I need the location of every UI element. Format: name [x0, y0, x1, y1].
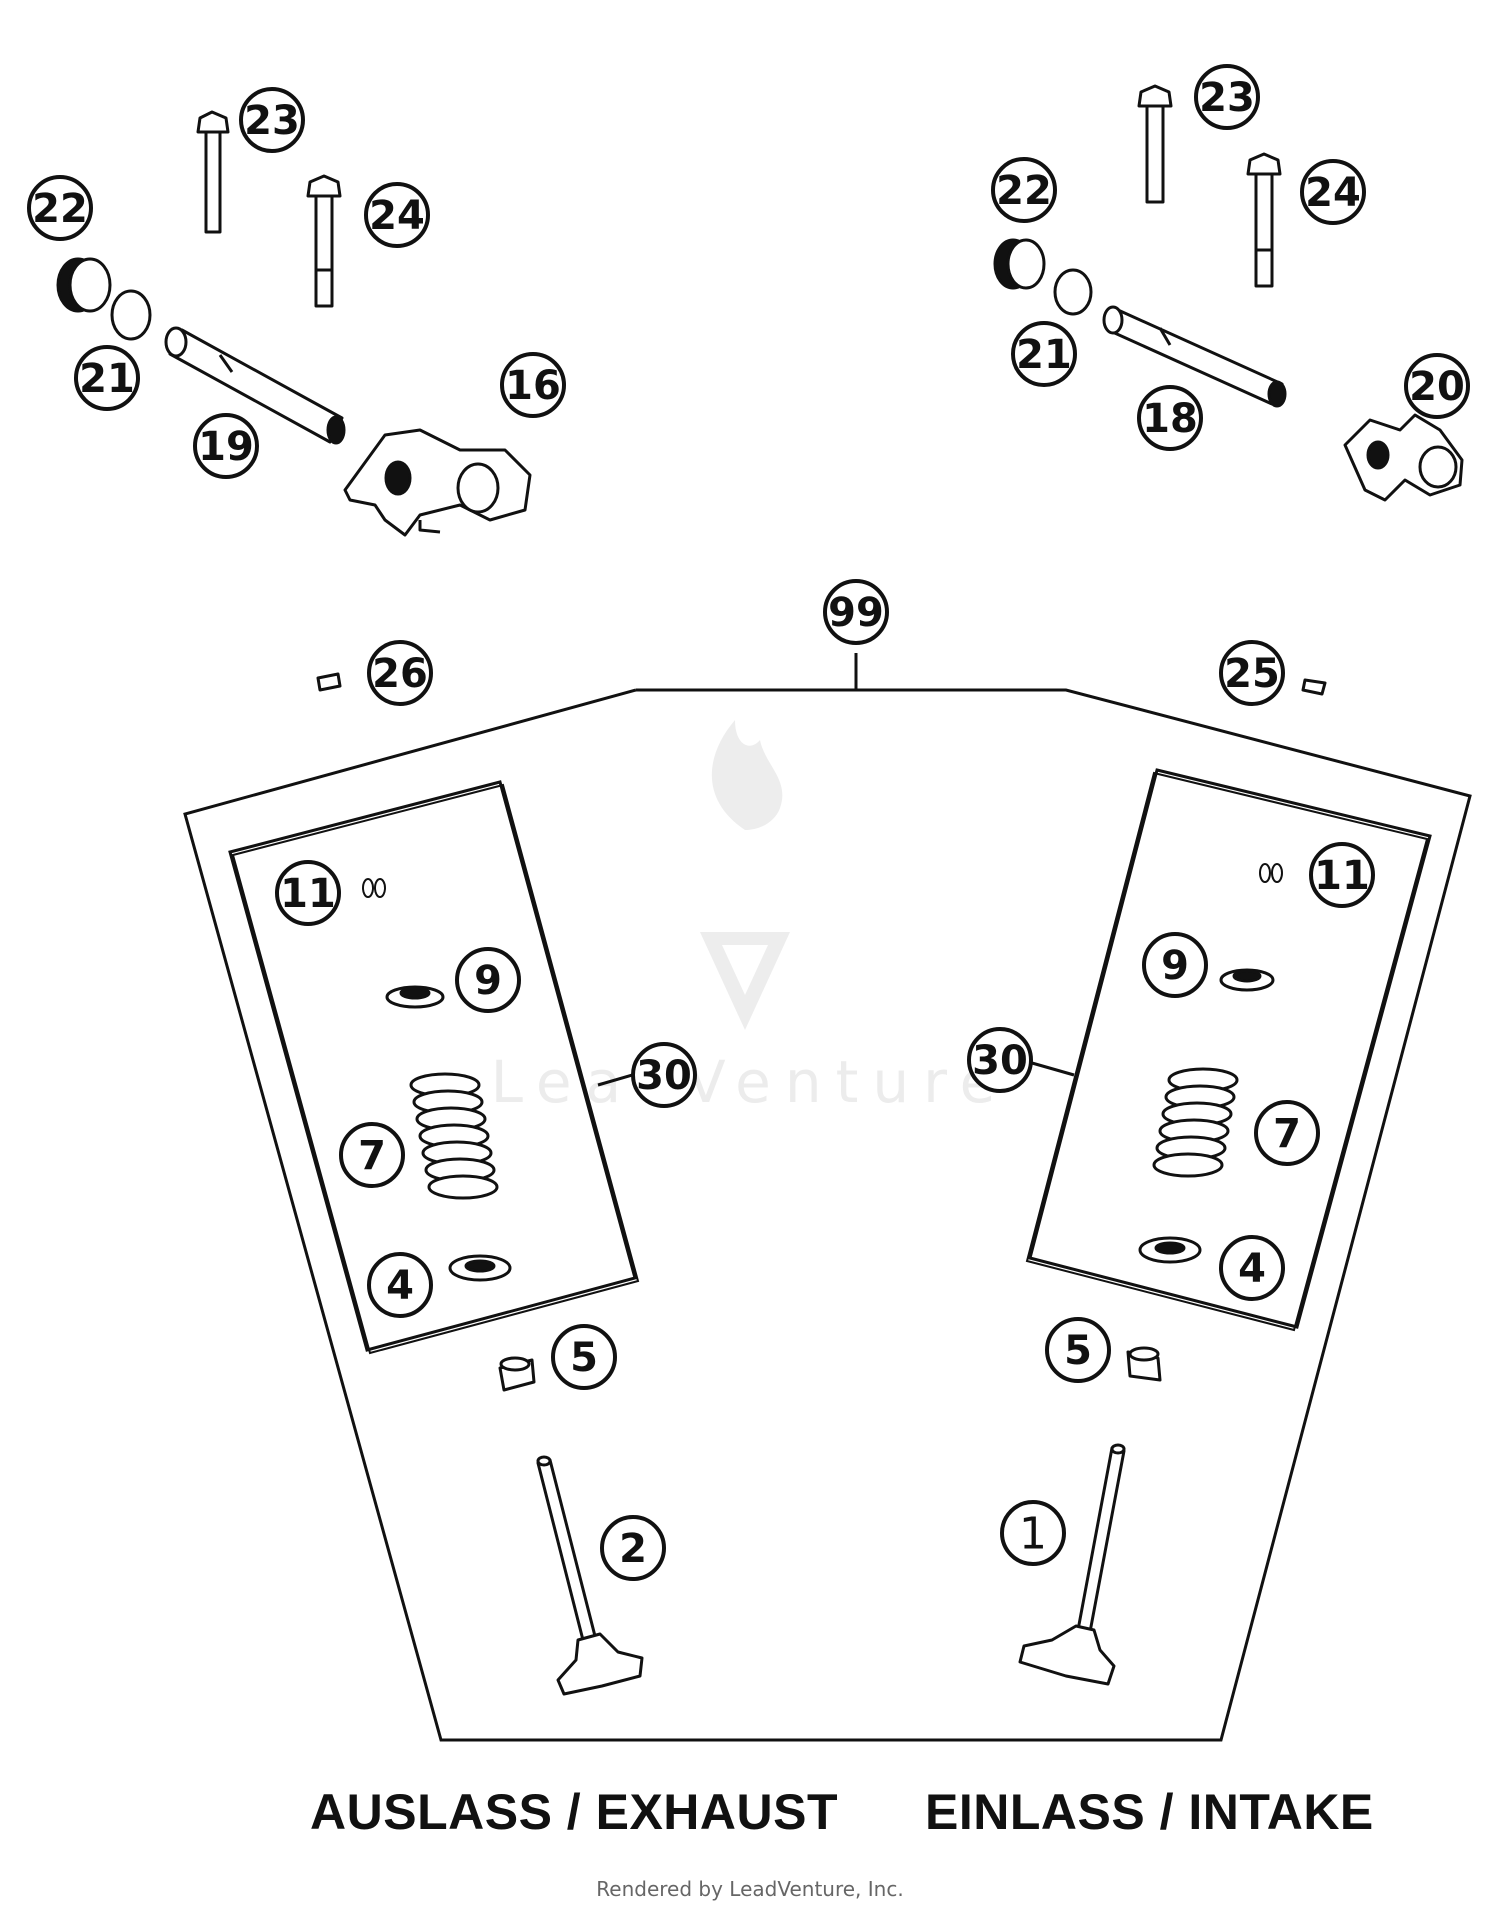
- callout-number: 21: [1016, 332, 1072, 378]
- right-key-25-part: [1301, 678, 1327, 696]
- callout-4: 4: [1219, 1235, 1285, 1301]
- callout-number: 16: [505, 363, 561, 409]
- left-stem-seal-5-part: [498, 1356, 536, 1392]
- left-valve-cotters-11-part: [362, 878, 386, 898]
- left-spring-seat-4-part: [448, 1254, 512, 1282]
- callout-7: 7: [339, 1122, 405, 1188]
- callout-5: 5: [1045, 1317, 1111, 1383]
- callout-number: 23: [1199, 75, 1255, 121]
- callout-21: 21: [1011, 321, 1077, 387]
- callout-number: 26: [372, 651, 428, 697]
- callout-9: 9: [455, 947, 521, 1013]
- callout-18: 18: [1137, 385, 1203, 451]
- callout-20: 20: [1404, 353, 1470, 419]
- left-spring-retainer-9-part: [385, 985, 445, 1009]
- callout-23: 23: [1194, 64, 1260, 130]
- callout-number: 7: [1273, 1111, 1301, 1157]
- callout-number: 21: [79, 356, 135, 402]
- right-rocker-shaft-18-part: [1102, 305, 1287, 408]
- right-bolt-24-part: [1246, 152, 1282, 288]
- callout-9: 9: [1142, 932, 1208, 998]
- callout-1: 1: [1000, 1500, 1066, 1566]
- callout-number: 11: [1314, 853, 1370, 899]
- exhaust-label: AUSLASS / EXHAUST: [310, 1784, 839, 1840]
- callout-30: 30: [967, 1027, 1033, 1093]
- left-bolt-24-part: [306, 174, 342, 308]
- callout-number: 4: [1238, 1246, 1266, 1292]
- callout-number: 5: [1064, 1328, 1092, 1374]
- callout-5: 5: [551, 1324, 617, 1390]
- right-spring-seat-4-part: [1138, 1236, 1202, 1264]
- callout-number: 9: [1161, 943, 1189, 989]
- left-key-26-part: [316, 672, 342, 692]
- left-plug-22-part: [56, 257, 112, 313]
- callout-number: 24: [369, 193, 425, 239]
- callout-2: 2: [600, 1515, 666, 1581]
- right-plug-22-part: [993, 238, 1046, 290]
- left-rocker-shaft-19-part: [164, 326, 346, 445]
- callout-4: 4: [367, 1252, 433, 1318]
- callout-number: 4: [386, 1263, 414, 1309]
- callout-7: 7: [1254, 1100, 1320, 1166]
- callout-number: 25: [1224, 651, 1280, 697]
- intake-label: EINLASS / INTAKE: [925, 1784, 1374, 1840]
- callout-24: 24: [364, 182, 430, 248]
- callout-number: 30: [972, 1038, 1028, 1084]
- right-valve-cotters-11-part: [1259, 863, 1283, 883]
- right-spring-retainer-9-part: [1219, 968, 1275, 992]
- credit-line: Rendered by LeadVenture, Inc.: [596, 1877, 904, 1901]
- callout-number: 19: [198, 424, 254, 470]
- callout-22: 22: [991, 157, 1057, 223]
- callout-number: 30: [636, 1053, 692, 1099]
- valve-kit-outline: [183, 653, 1472, 1742]
- right-valve-spring-7-part: [1152, 1067, 1239, 1178]
- callout-number: 23: [244, 98, 300, 144]
- callout-number: 24: [1305, 170, 1361, 216]
- left-valve-spring-7-part: [409, 1072, 499, 1200]
- right-bolt-23-part: [1137, 84, 1173, 204]
- callout-number: 22: [32, 186, 88, 232]
- callout-number: 9: [474, 958, 502, 1004]
- exhaust-valve-2-part: [536, 1455, 644, 1696]
- left-o-ring-21-part: [110, 289, 152, 341]
- callout-number: 1: [1019, 1509, 1047, 1560]
- callout-23: 23: [239, 87, 305, 153]
- right-stem-seal-5-part: [1126, 1346, 1162, 1382]
- callout-99: 99: [823, 579, 889, 645]
- callout-24: 24: [1300, 159, 1366, 225]
- callout-number: 5: [570, 1335, 598, 1381]
- callout-11: 11: [275, 860, 341, 926]
- callout-30: 30: [631, 1042, 697, 1108]
- watermark-flame-icon: [700, 720, 790, 1030]
- callout-19: 19: [193, 413, 259, 479]
- left-bolt-23-part: [196, 110, 230, 234]
- callout-number: 11: [280, 871, 336, 917]
- right-o-ring-21-part: [1053, 268, 1093, 316]
- callout-11: 11: [1309, 842, 1375, 908]
- callout-number: 18: [1142, 396, 1198, 442]
- right-rocker-arm-20-part: [1343, 413, 1464, 502]
- callout-16: 16: [500, 352, 566, 418]
- callout-21: 21: [74, 345, 140, 411]
- callout-number: 2: [619, 1526, 647, 1572]
- left-rocker-arm-16-part: [343, 428, 532, 537]
- callout-22: 22: [27, 175, 93, 241]
- intake-valve-1-part: [1018, 1443, 1126, 1686]
- callout-number: 99: [828, 590, 884, 636]
- callout-26: 26: [367, 640, 433, 706]
- callout-number: 22: [996, 168, 1052, 214]
- callout-25: 25: [1219, 640, 1285, 706]
- callout-number: 7: [358, 1133, 386, 1179]
- callout-number: 20: [1409, 364, 1465, 410]
